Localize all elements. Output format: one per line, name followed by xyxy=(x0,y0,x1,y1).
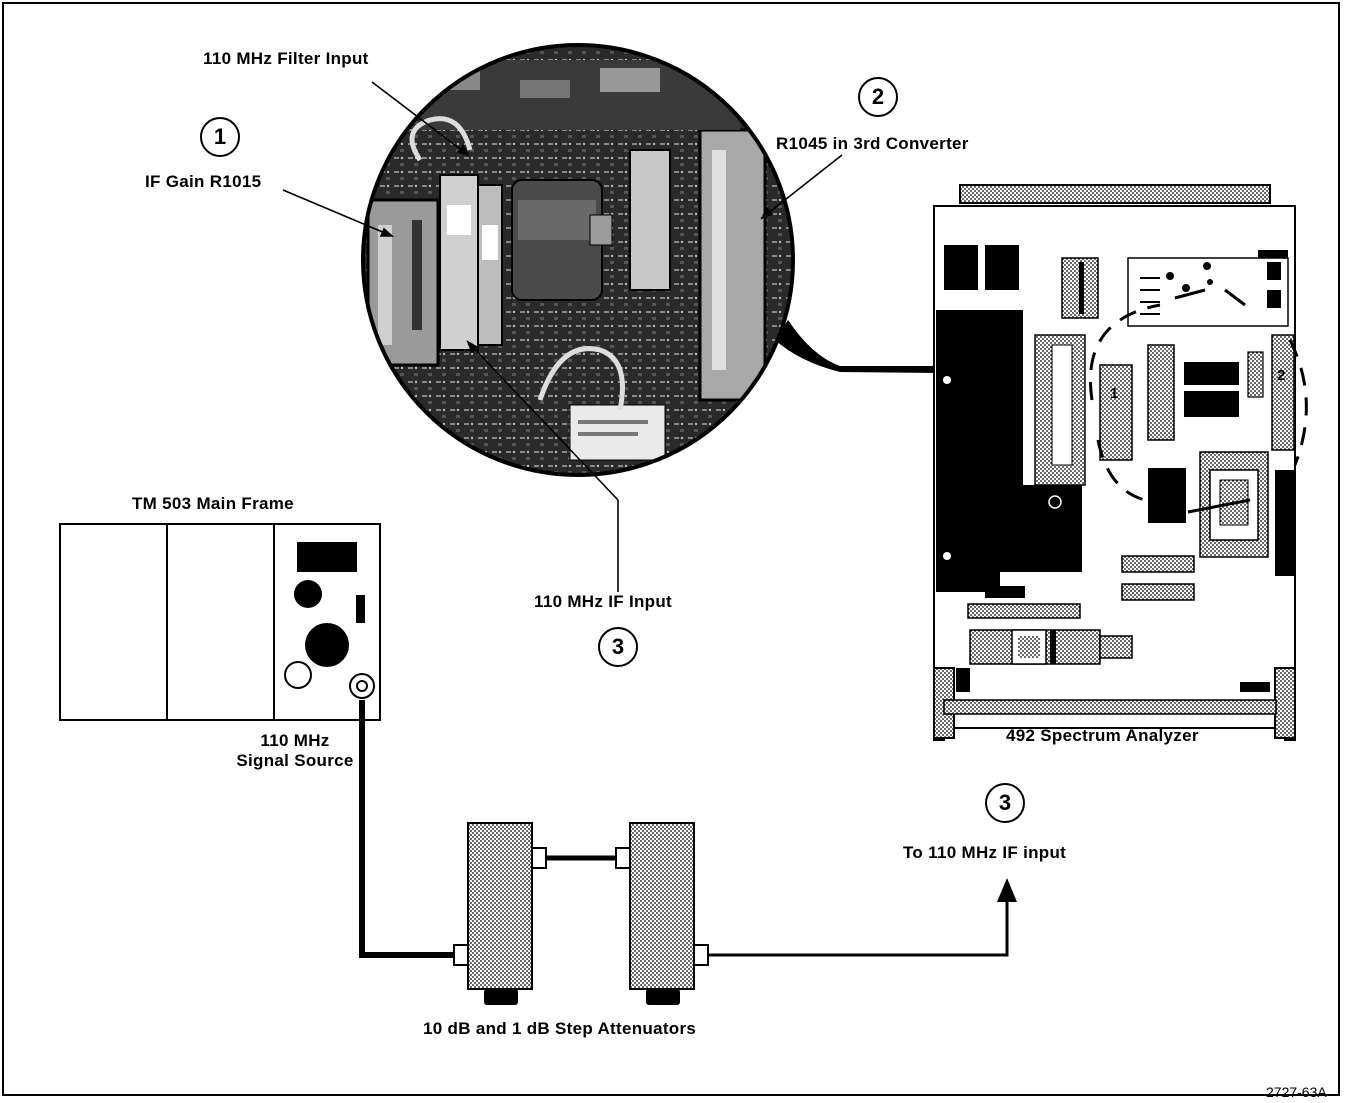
step-attenuators xyxy=(454,823,708,1005)
output-arrow xyxy=(997,878,1017,902)
analyzer-label: 492 Spectrum Analyzer xyxy=(1006,726,1199,746)
signal-source-label: 110 MHz Signal Source xyxy=(230,731,360,771)
analyzer-callout-1: 1 xyxy=(1110,384,1119,404)
r1045-label: R1045 in 3rd Converter xyxy=(776,134,969,154)
tm503-mainframe xyxy=(60,524,380,720)
callout-2: 2 xyxy=(858,77,898,117)
output-cable xyxy=(708,900,1007,955)
if-input-label: 110 MHz IF Input xyxy=(534,592,672,612)
callout-3-photo: 3 xyxy=(598,627,638,667)
tm503-label: TM 503 Main Frame xyxy=(132,494,294,514)
callout-3-cable: 3 xyxy=(985,783,1025,823)
source-cable xyxy=(362,700,458,955)
if-gain-label: IF Gain R1015 xyxy=(145,172,261,192)
spectrum-analyzer xyxy=(934,185,1306,740)
filter-input-label: 110 MHz Filter Input xyxy=(203,49,369,69)
figure-number: 2727-63A xyxy=(1266,1084,1327,1100)
callout-1: 1 xyxy=(200,117,240,157)
attenuators-label: 10 dB and 1 dB Step Attenuators xyxy=(423,1019,696,1039)
analyzer-callout-2: 2 xyxy=(1277,366,1286,386)
to-if-input-label: To 110 MHz IF input xyxy=(903,843,1066,863)
